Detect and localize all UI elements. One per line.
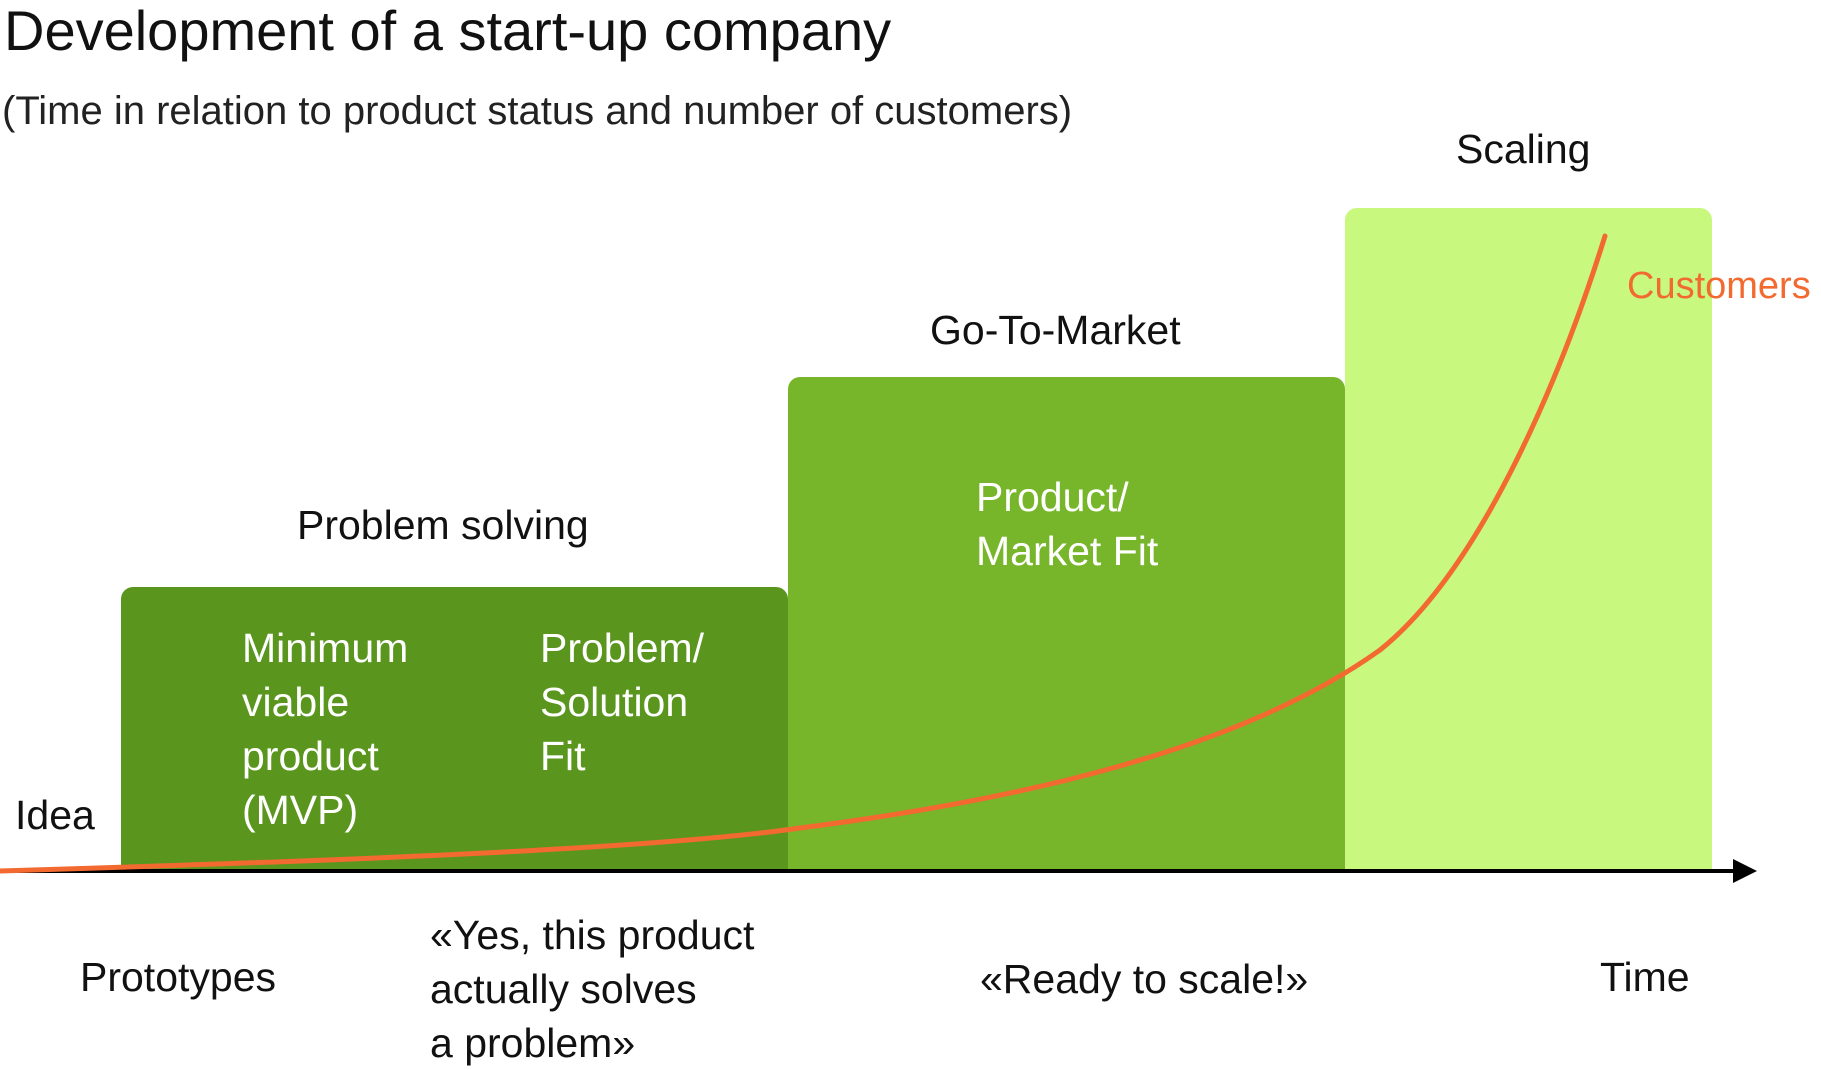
mvp-line: (MVP)	[242, 787, 359, 833]
idea-label: Idea	[15, 792, 95, 838]
time-axis-arrow-icon	[1733, 859, 1757, 883]
time-label-text: Time	[1600, 954, 1690, 1000]
yes-quote-line: a problem»	[430, 1020, 636, 1066]
yes-quote-line: actually solves	[430, 966, 697, 1012]
mvp-label: Minimum viable product (MVP)	[242, 621, 408, 837]
page-subtitle: (Time in relation to product status and …	[2, 89, 1073, 133]
problem-solution-fit-label: Problem/ Solution Fit	[540, 621, 704, 783]
scaling-block	[1345, 208, 1712, 873]
prototypes-text: Prototypes	[80, 954, 276, 1000]
page-title: Development of a start-up company	[4, 0, 892, 62]
yes-quote-line: «Yes, this product	[430, 912, 755, 958]
milestone-ready-to-scale: «Ready to scale!»	[980, 952, 1308, 1006]
problem-solution-fit-line: Problem/	[540, 625, 705, 671]
product-market-fit-label: Product/ Market Fit	[976, 470, 1158, 578]
go-to-market-block	[788, 377, 1345, 873]
phase-label-problem-solving: Problem solving	[297, 502, 589, 548]
phase-label-scaling: Scaling	[1456, 126, 1591, 172]
mvp-line: viable	[242, 679, 350, 725]
problem-solution-fit-line: Solution	[540, 679, 689, 725]
time-axis-label: Time	[1600, 950, 1690, 1004]
milestone-yes-quote: «Yes, this product actually solves a pro…	[430, 908, 754, 1070]
customers-curve	[0, 233, 1608, 874]
phase-label-go-to-market: Go-To-Market	[930, 307, 1181, 353]
product-market-fit-line: Product/	[976, 474, 1129, 520]
mvp-line: Minimum	[242, 625, 409, 671]
ready-to-scale-text: «Ready to scale!»	[980, 956, 1309, 1002]
problem-solving-block	[121, 587, 788, 873]
product-market-fit-line: Market Fit	[976, 528, 1159, 574]
milestone-prototypes: Prototypes	[80, 950, 276, 1004]
problem-solution-fit-line: Fit	[540, 733, 586, 779]
customers-label: Customers	[1627, 265, 1811, 307]
mvp-line: product	[242, 733, 379, 779]
